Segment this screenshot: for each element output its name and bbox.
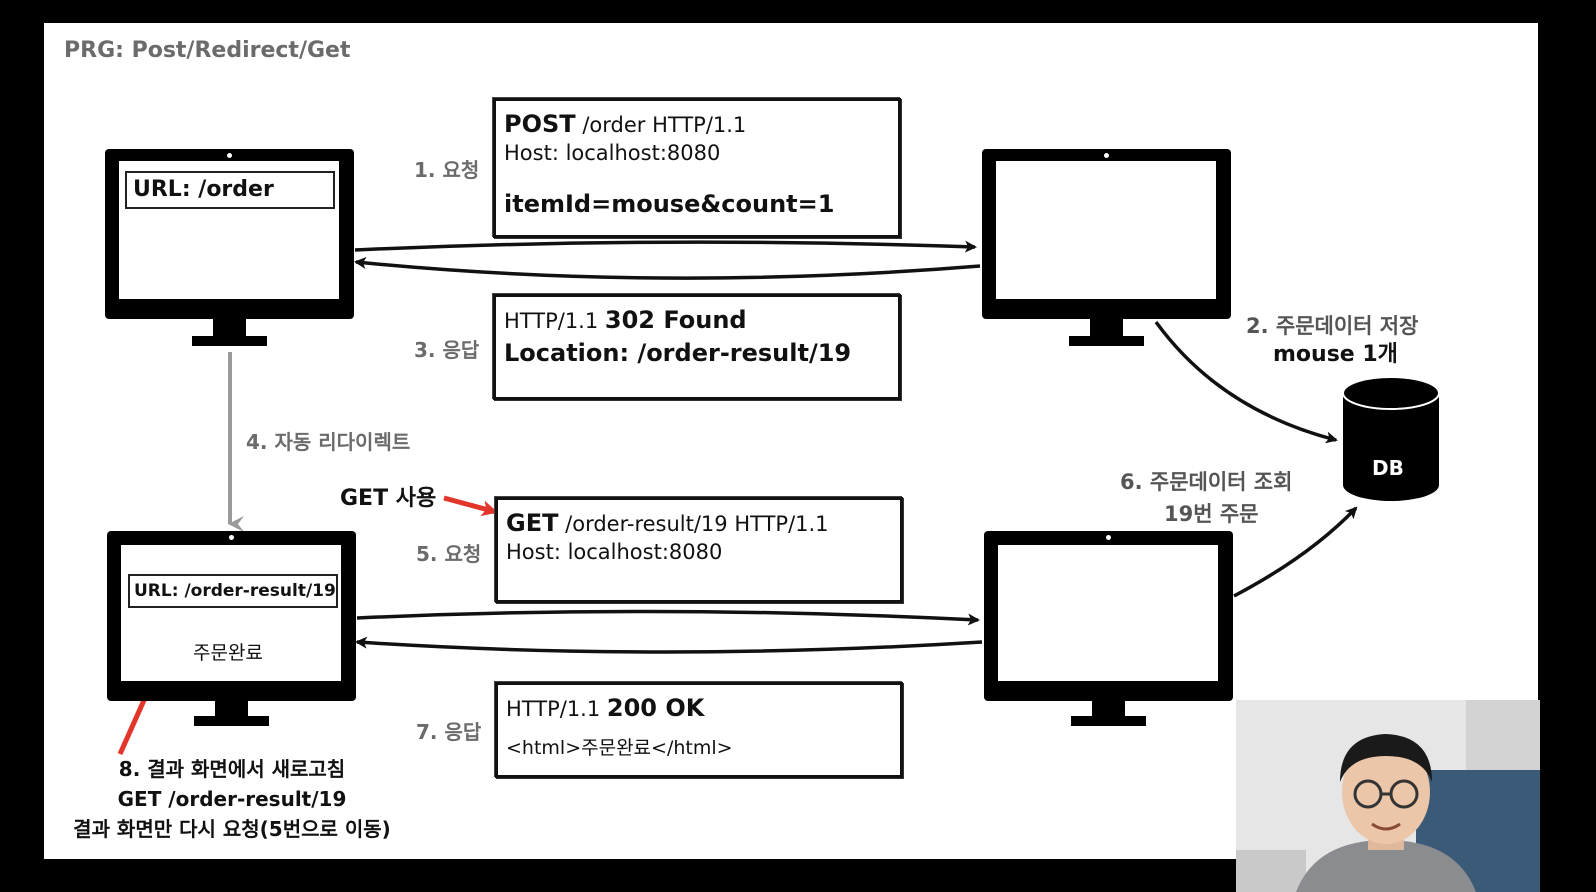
server-monitor-bottom	[984, 531, 1233, 701]
get-host: Host: localhost:8080	[506, 540, 723, 565]
save-note-line1: 2. 주문데이터 저장	[1246, 314, 1419, 338]
db-cylinder	[1342, 376, 1440, 501]
post-method: POST	[504, 110, 576, 138]
server-screen-bottom	[998, 545, 1218, 681]
ok-version: HTTP/1.1	[506, 697, 607, 721]
db-label: DB	[1372, 456, 1404, 480]
order-complete-text: 주문완료	[193, 642, 263, 664]
refresh-note-line1: 8. 결과 화면에서 새로고침	[118, 757, 346, 781]
presenter-avatar	[1236, 700, 1540, 892]
redirect-location: Location: /order-result/19	[504, 339, 852, 368]
monitor-base-icon	[1069, 336, 1144, 346]
redirect-response-box: HTTP/1.1 302 Found Location: /order-resu…	[493, 294, 901, 400]
monitor-stand-icon	[1090, 318, 1123, 338]
post-body: itemId=mouse&count=1	[504, 190, 835, 219]
client-monitor-bottom	[107, 531, 356, 701]
monitor-stand-icon	[215, 700, 248, 718]
step-4-label: 4. 자동 리다이렉트	[246, 430, 411, 454]
arrow-query-db	[1233, 506, 1358, 598]
refresh-note: 8. 결과 화면에서 새로고침 GET /order-result/19 결과 …	[52, 754, 412, 844]
monitor-base-icon	[192, 336, 267, 346]
post-host: Host: localhost:8080	[504, 141, 721, 166]
camera-dot-icon	[227, 153, 232, 158]
query-note-line1: 6. 주문데이터 조회	[1120, 470, 1293, 494]
post-path: /order HTTP/1.1	[575, 113, 747, 137]
get-request-box: GET /order-result/19 HTTP/1.1 Host: loca…	[495, 497, 903, 603]
ok-body: <html>주문완료</html>	[506, 737, 733, 760]
get-method: GET	[506, 509, 559, 537]
get-use-note: GET 사용	[340, 486, 437, 511]
post-request-box: POST /order HTTP/1.1 Host: localhost:808…	[493, 98, 901, 238]
refresh-note-line3: 결과 화면만 다시 요청(5번으로 이동)	[73, 817, 391, 841]
refresh-note-line2: GET /order-result/19	[117, 787, 347, 811]
webcam-overlay	[1236, 700, 1540, 892]
monitor-stand-icon	[1092, 700, 1125, 718]
get-path: /order-result/19 HTTP/1.1	[558, 512, 829, 536]
arrow-save-db	[1154, 320, 1338, 444]
camera-dot-icon	[1104, 153, 1109, 158]
save-note-line2: mouse 1개	[1273, 342, 1398, 367]
ok-response-box: HTTP/1.1 200 OK <html>주문완료</html>	[495, 682, 903, 778]
client-screen-bottom	[121, 545, 341, 681]
monitor-base-icon	[194, 716, 269, 726]
monitor-base-icon	[1071, 716, 1146, 726]
redirect-status: 302 Found	[604, 306, 747, 334]
camera-dot-icon	[1106, 535, 1111, 540]
slide-title: PRG: Post/Redirect/Get	[64, 38, 351, 63]
arrow-get-use	[443, 495, 498, 517]
query-note-line2: 19번 주문	[1164, 502, 1259, 526]
camera-dot-icon	[229, 535, 234, 540]
url-bar-bottom[interactable]: URL: /order-result/19	[128, 574, 338, 608]
step-3-label: 3. 응답	[414, 338, 480, 362]
redirect-version: HTTP/1.1	[504, 309, 605, 333]
server-screen-top	[996, 161, 1216, 299]
arrow-response-top	[354, 257, 981, 280]
step-5-label: 5. 요청	[416, 542, 482, 566]
arrow-request-bottom	[356, 609, 980, 626]
url-bar-top[interactable]: URL: /order	[125, 171, 335, 209]
server-monitor-top	[982, 149, 1231, 319]
step-1-label: 1. 요청	[414, 158, 480, 182]
arrow-request-top	[354, 240, 977, 253]
arrow-response-bottom	[355, 636, 983, 654]
ok-status: 200 OK	[606, 694, 705, 722]
monitor-stand-icon	[213, 318, 246, 338]
step-7-label: 7. 응답	[416, 720, 482, 744]
